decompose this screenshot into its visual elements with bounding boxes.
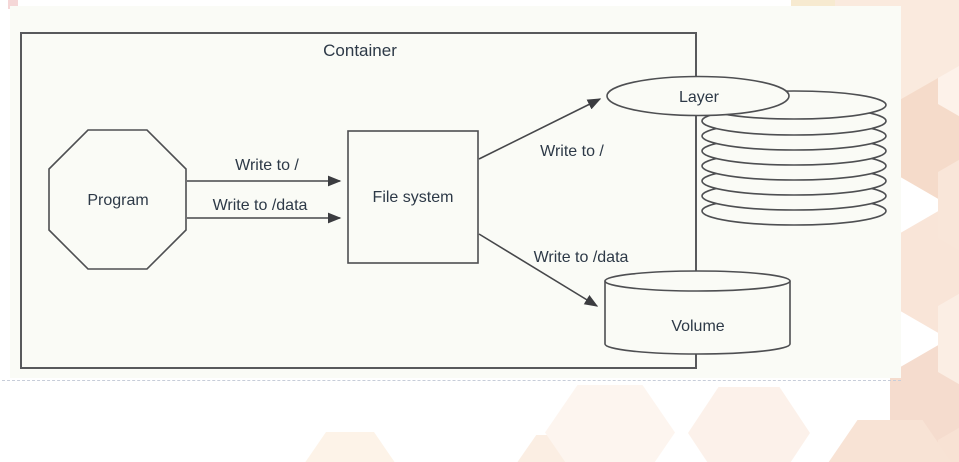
program-node <box>48 129 187 270</box>
edge-fs-layer: Write to / <box>478 98 604 160</box>
program-label: Program <box>87 192 148 209</box>
edge-label-fs-volume: Write to /data <box>534 249 629 266</box>
layer-label: Layer <box>679 89 720 106</box>
file-system-node <box>347 130 479 264</box>
file-system-label: File system <box>373 189 454 206</box>
edge-label-fs-layer: Write to / <box>540 143 604 160</box>
edge-program-root: Write to / <box>187 157 342 187</box>
volume-node: Volume <box>604 270 791 355</box>
container-box <box>20 32 697 369</box>
edge-program-data: Write to /data <box>187 197 342 224</box>
hexagon-decoration <box>938 273 959 405</box>
volume-label: Volume <box>671 318 724 335</box>
top-right-chip <box>791 0 835 11</box>
hexagon-decoration <box>938 139 959 271</box>
edge-label-write-root: Write to / <box>235 157 299 174</box>
edge-fs-volume: Write to /data <box>478 233 629 307</box>
layer-node <box>606 75 790 117</box>
top-left-chip <box>8 0 18 9</box>
page-break-dashed-line <box>2 380 901 381</box>
edge-label-write-data: Write to /data <box>213 197 308 214</box>
container-label: Container <box>323 41 397 60</box>
